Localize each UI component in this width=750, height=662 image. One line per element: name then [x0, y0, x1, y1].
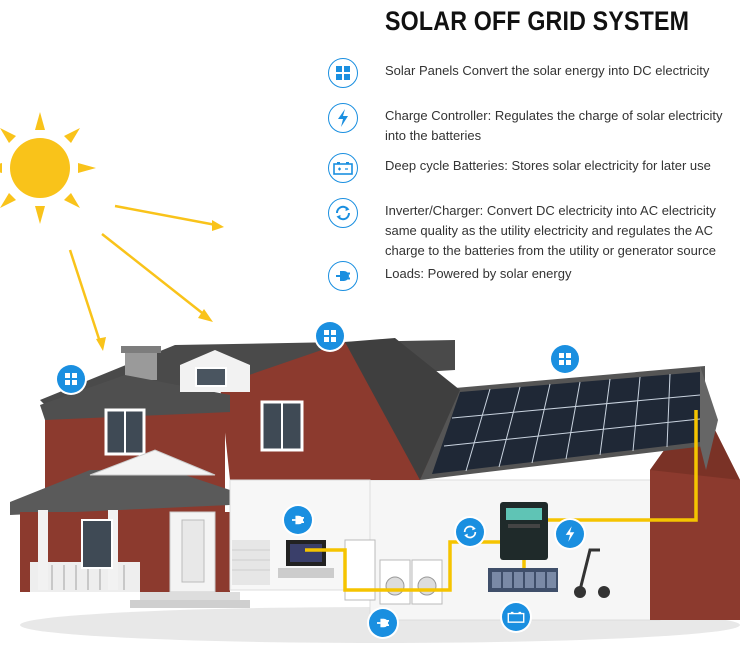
plug-icon: [284, 506, 312, 534]
battery-icon: [328, 153, 358, 183]
lightning-bolt-icon: [328, 103, 358, 133]
recycle-arrows-icon: [456, 518, 484, 546]
plug-icon: [369, 609, 397, 637]
wiring: [305, 410, 698, 592]
solar-roof: [420, 366, 718, 480]
feature-inverter-charger: Inverter/Charger: Convert DC electricity…: [328, 198, 743, 258]
feature-text: Inverter/Charger: Convert DC electricity…: [385, 203, 716, 258]
feature-text: Loads: Powered by solar energy: [385, 266, 572, 281]
feature-text: Solar Panels Convert the solar energy in…: [385, 63, 710, 78]
battery-icon: [502, 603, 530, 631]
feature-charge-controller: Charge Controller: Regulates the charge …: [328, 103, 743, 151]
feature-text: Charge Controller: Regulates the charge …: [385, 108, 723, 143]
sun-icon: [0, 112, 96, 224]
solar-panel-icon: [57, 365, 85, 393]
plug-icon: [328, 261, 358, 291]
inverter-unit: [500, 502, 548, 560]
feature-text: Deep cycle Batteries: Stores solar elect…: [385, 158, 711, 173]
feature-loads: Loads: Powered by solar energy: [328, 261, 743, 309]
solar-panel-icon: [316, 322, 344, 350]
recycle-arrows-icon: [328, 198, 358, 228]
brick-house: [10, 338, 460, 608]
battery-bank: [488, 568, 558, 592]
feature-batteries: Deep cycle Batteries: Stores solar elect…: [328, 153, 743, 201]
lightning-bolt-icon: [556, 520, 584, 548]
page-title: SOLAR OFF GRID SYSTEM: [385, 6, 690, 36]
solar-panel-icon: [328, 58, 358, 88]
sun-ray-arrows: [68, 204, 224, 351]
solar-panel-icon: [551, 345, 579, 373]
interior-rooms: [229, 479, 610, 605]
feature-solar-panels: Solar Panels Convert the solar energy in…: [328, 58, 743, 106]
